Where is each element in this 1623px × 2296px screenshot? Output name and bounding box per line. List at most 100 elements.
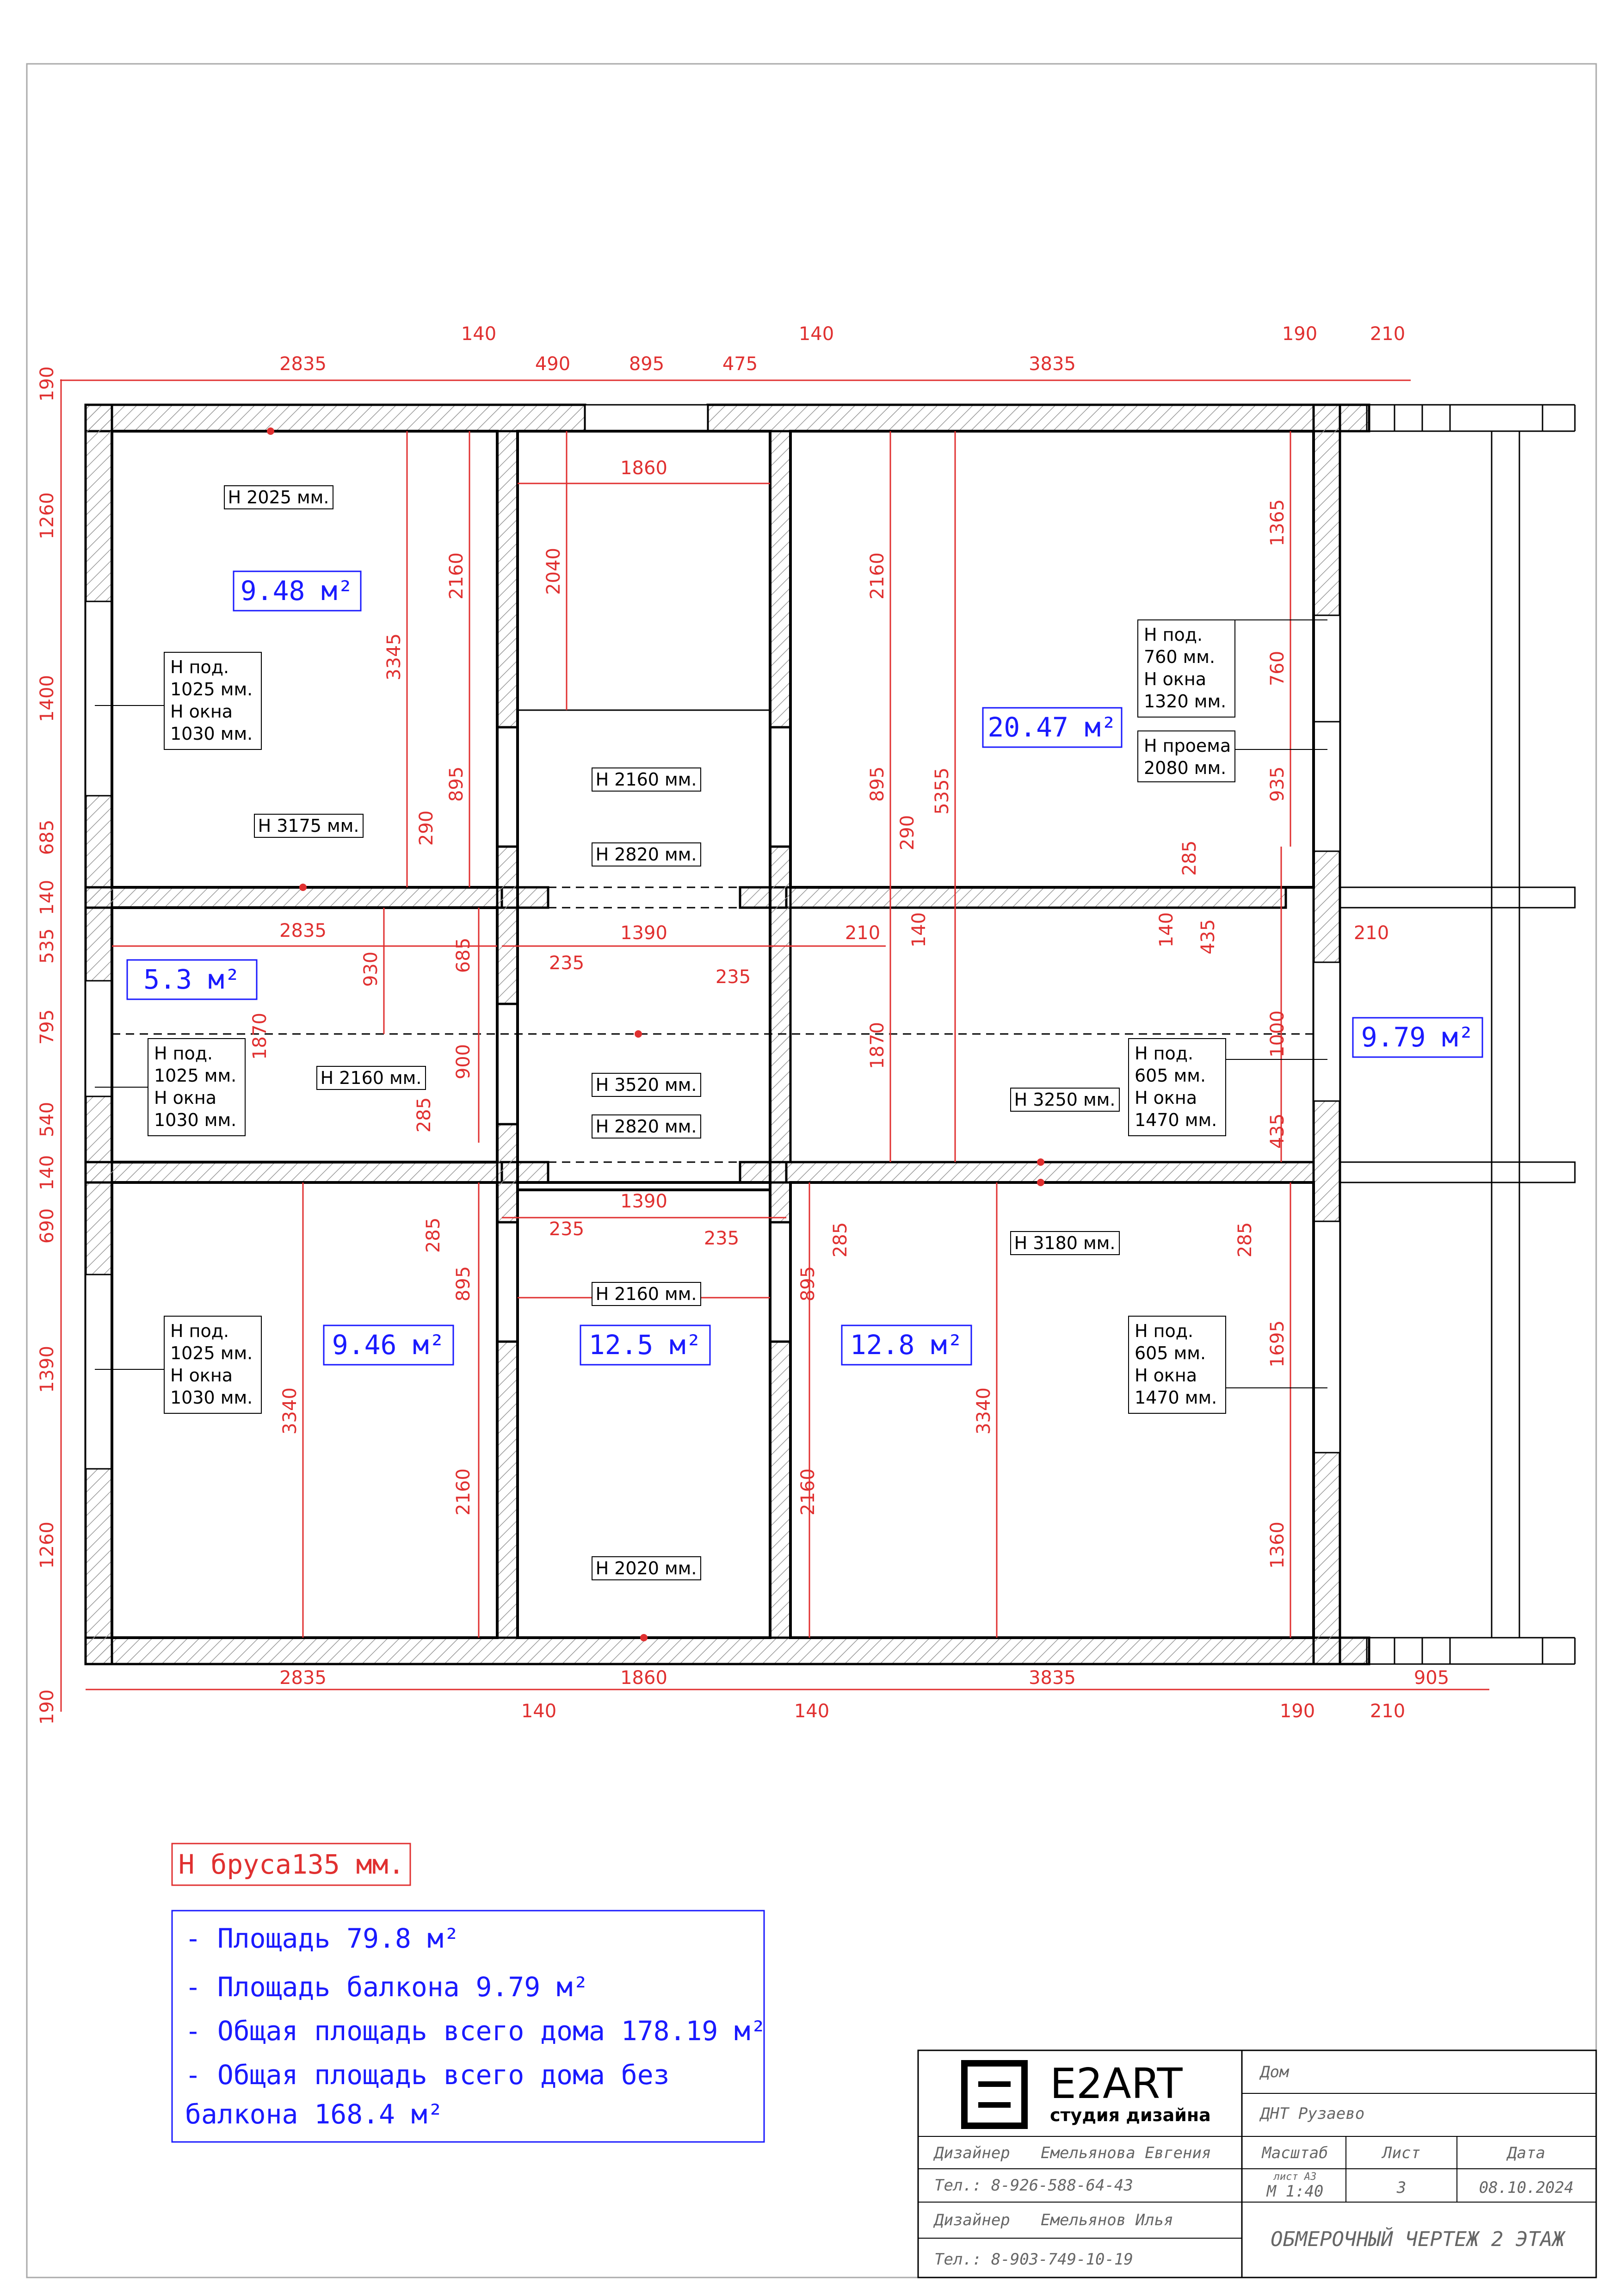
window-labels: Н под. 1025 мм. Н окна 1030 мм. Н под. 1…	[148, 619, 1235, 1414]
wall-v2-mid	[769, 845, 792, 1163]
dim-2160-r7: 2160	[797, 1468, 819, 1516]
area-r6: 12.5 м²	[589, 1329, 702, 1361]
area-box-r5	[323, 1324, 454, 1366]
h-box-6	[592, 1073, 701, 1097]
window-right-4	[1313, 1220, 1341, 1454]
tb-frame	[917, 2049, 1597, 2278]
dim-left-690: 690	[37, 1208, 58, 1244]
tb-designer1-name: Емельянова Евгения	[1041, 2144, 1211, 2162]
window-3-l1: Н под.	[170, 1321, 229, 1341]
window-right-2	[1313, 721, 1341, 852]
dim-1870-r3: 1870	[867, 1022, 888, 1069]
sheet-frame	[26, 63, 1597, 2278]
height-3: Н 2160 мм.	[596, 769, 697, 790]
wall-mid-stub-2	[739, 1161, 788, 1184]
tb-scale-label: Масштаб	[1261, 2144, 1328, 2162]
dim-290-r1: 290	[416, 811, 437, 846]
room-2-outline	[516, 430, 771, 1191]
dim-895-r3: 895	[867, 767, 888, 802]
window-4-l4: 1320 мм.	[1144, 691, 1226, 712]
area-r2: 20.47 м²	[987, 712, 1117, 743]
tb-sheet: 3	[1396, 2178, 1406, 2197]
dim-235-a: 235	[549, 953, 584, 974]
window-5-l2: 2080 мм.	[1144, 758, 1226, 778]
dim-2160-r1: 2160	[446, 552, 467, 600]
wall-mid-2-right	[785, 1161, 1315, 1184]
note-1: - Площадь 79.8 м²	[185, 1923, 460, 1954]
w-box-1	[164, 652, 262, 750]
dim-left-1260b: 1260	[37, 1522, 58, 1569]
wall-mid-1-left	[84, 886, 503, 909]
dim-1695: 1695	[1267, 1320, 1288, 1368]
dim-bot-1860: 1860	[620, 1667, 667, 1689]
tb-designer2-role: Дизайнер	[933, 2211, 1010, 2229]
window-2-l2: 1025 мм.	[154, 1065, 236, 1086]
wall-v1-bot	[496, 1340, 519, 1639]
dim-top-140a: 140	[461, 323, 496, 345]
area-box-r6	[580, 1324, 711, 1366]
dim-bot-140b: 140	[794, 1701, 829, 1722]
area-r3: 5.3 м²	[143, 964, 241, 995]
leader-lines	[95, 619, 1327, 1388]
dim-285-r7b: 285	[1234, 1222, 1256, 1257]
dim-895-r7: 895	[797, 1266, 819, 1301]
window-right-3	[1313, 961, 1341, 1102]
note-2: - Площадь балкона 9.79 м²	[185, 1971, 589, 2003]
window-7-l3: Н окна	[1135, 1365, 1197, 1386]
window-6-l1: Н под.	[1135, 1043, 1193, 1064]
w-box-7	[1128, 1316, 1226, 1414]
tb-sheet-label: Лист	[1381, 2144, 1420, 2162]
dim-140-r3: 140	[1156, 912, 1177, 947]
tb-scale: М 1:40	[1266, 2182, 1324, 2201]
tb-object: Дом	[1259, 2063, 1290, 2081]
h-box-1	[224, 485, 333, 509]
window-right-1	[1313, 614, 1341, 723]
dim-top-475: 475	[722, 353, 758, 375]
height-markers	[267, 427, 1044, 1641]
dim-top-490: 490	[535, 353, 570, 375]
window-3-l4: 1030 мм.	[170, 1387, 253, 1408]
h-box-9	[1010, 1231, 1120, 1255]
dim-top-190: 190	[1282, 323, 1317, 345]
tb-drawing-title: ОБМЕРОЧНЫЙ ЧЕРТЕЖ 2 ЭТАЖ	[1271, 2227, 1566, 2251]
wall-mid-1-right	[785, 886, 1287, 909]
dim-left-1260a: 1260	[37, 492, 58, 539]
area-box-r3	[126, 959, 258, 1000]
dim-2160-r5: 2160	[453, 1468, 474, 1516]
w-box-6	[1128, 1038, 1226, 1136]
area-box-r1	[233, 570, 362, 612]
dim-5355: 5355	[932, 767, 953, 815]
window-left-2	[85, 980, 113, 1097]
window-1-l3: Н окна	[170, 701, 233, 722]
balcony-beam-2	[1339, 1161, 1576, 1183]
balcony	[1339, 404, 1576, 1665]
dim-210-b: 210	[1354, 922, 1389, 944]
room-5-outline	[111, 1181, 499, 1639]
area-r5: 9.46 м²	[332, 1329, 445, 1361]
dim-left-190b: 190	[37, 1690, 58, 1725]
h-box-3	[592, 767, 701, 792]
dim-760: 760	[1267, 651, 1288, 686]
tb-designer2-name: Емельянов Илья	[1041, 2211, 1173, 2229]
window-3-l3: Н окна	[170, 1365, 233, 1386]
room-7-outline	[789, 1181, 1315, 1639]
wall-v1-top	[496, 430, 519, 729]
room-4-outline	[111, 906, 499, 1163]
window-openings	[85, 404, 1341, 1470]
window-7-l1: Н под.	[1135, 1321, 1193, 1341]
area-r4: 9.79 м²	[1361, 1021, 1474, 1053]
h-box-10	[592, 1282, 701, 1306]
dim-285-r7: 285	[830, 1222, 851, 1257]
dim-bot-905: 905	[1414, 1667, 1449, 1689]
tb-location: ДНТ Рузаево	[1259, 2104, 1364, 2123]
beam-box	[171, 1843, 411, 1886]
door-top	[584, 404, 709, 432]
wall-top-right	[706, 403, 1370, 433]
area-box-r2	[982, 707, 1123, 748]
dim-210-a: 210	[845, 922, 880, 944]
dim-235-b: 235	[716, 966, 751, 988]
dim-bot-210: 210	[1370, 1701, 1405, 1722]
tb-phone1: Тел.: 8-926-588-64-43	[934, 2176, 1133, 2195]
w-box-4	[1137, 619, 1235, 718]
w-box-2	[148, 1038, 246, 1136]
